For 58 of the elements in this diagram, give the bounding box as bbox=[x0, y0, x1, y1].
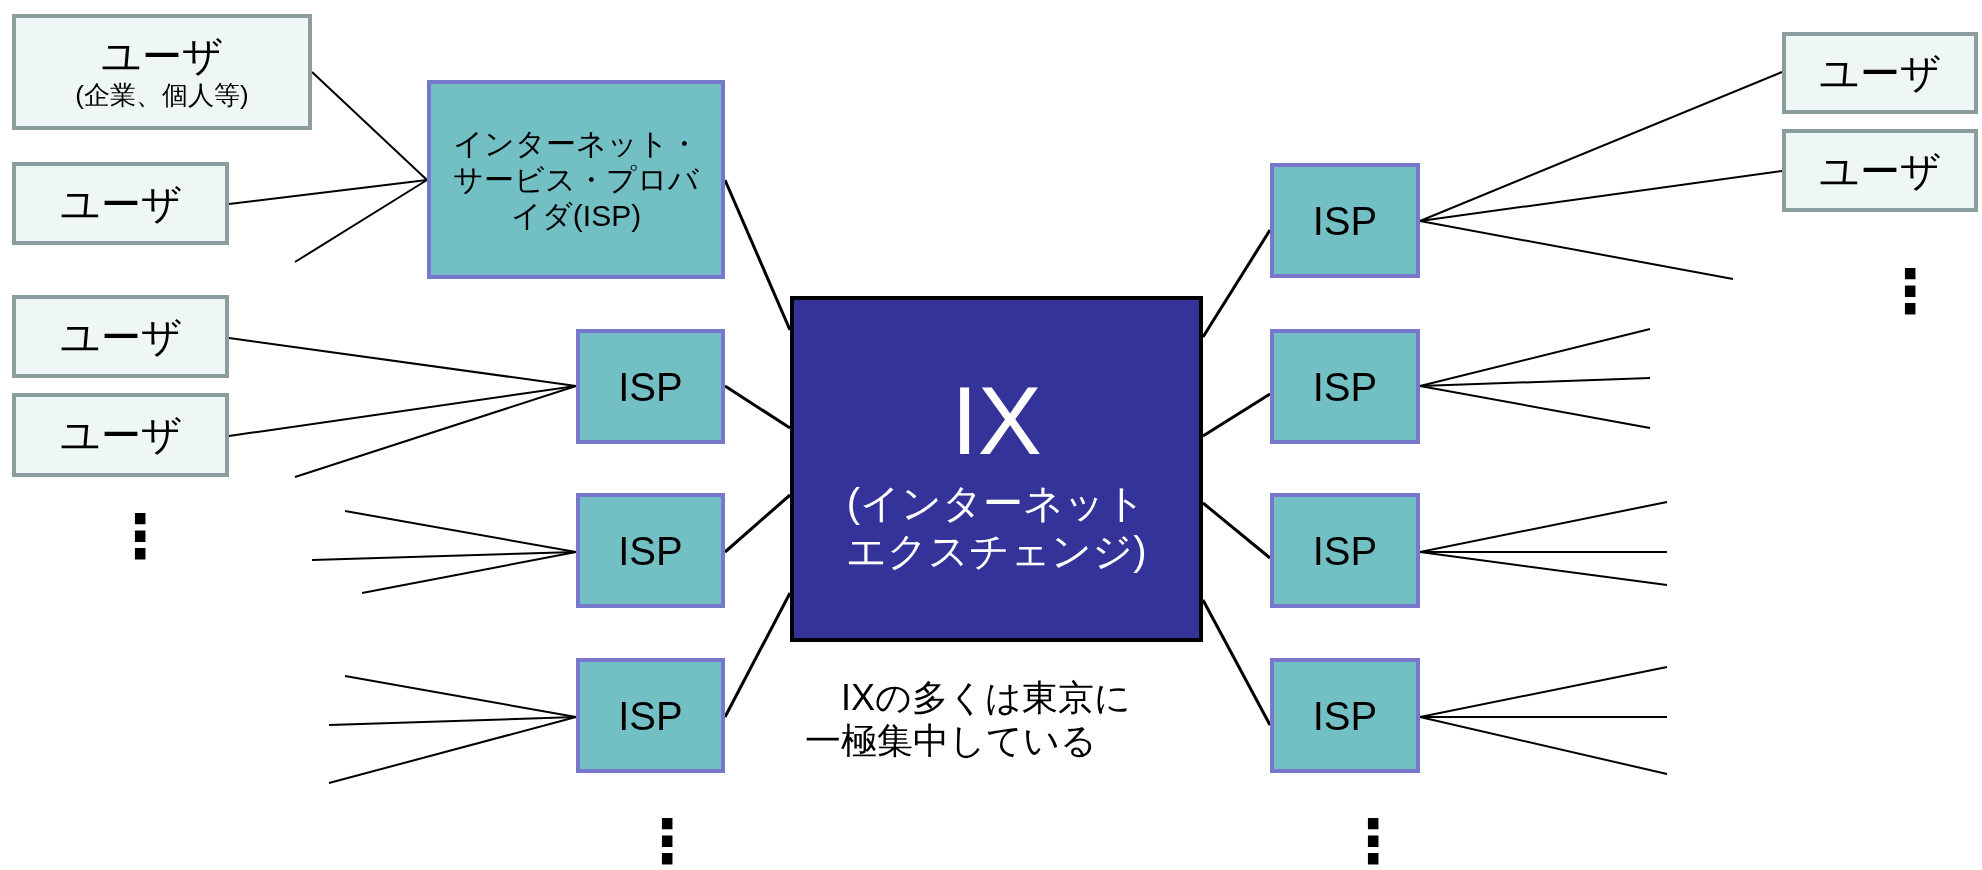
user-box bbox=[12, 393, 229, 477]
ellipsis-dots: ⋮ bbox=[1343, 805, 1383, 870]
connector-line bbox=[724, 384, 791, 430]
user-box bbox=[1782, 129, 1978, 212]
connector-line bbox=[328, 716, 577, 784]
isp-box bbox=[1270, 493, 1420, 608]
node-label: ISP bbox=[1312, 363, 1378, 411]
connector-line bbox=[294, 179, 428, 263]
connector-line bbox=[1202, 501, 1271, 560]
node-label: ユーザ bbox=[59, 412, 182, 459]
node-label: ISP bbox=[1312, 527, 1378, 575]
connector-line bbox=[1419, 220, 1734, 280]
isp-box bbox=[427, 80, 725, 279]
node-label: ユーザ bbox=[1819, 50, 1941, 97]
connector-line bbox=[228, 179, 428, 205]
user-box bbox=[1782, 32, 1978, 114]
user-box bbox=[12, 162, 229, 245]
isp-box bbox=[1270, 163, 1420, 278]
exchange-box bbox=[790, 296, 1203, 642]
connector-line bbox=[311, 71, 428, 181]
isp-box bbox=[1270, 658, 1420, 773]
user-box bbox=[12, 295, 229, 378]
node-label: インターネット・サービス・プロバイダ(ISP) bbox=[452, 125, 700, 234]
caption-text: IXの多くは東京に一極集中している bbox=[805, 676, 1132, 763]
connector-line bbox=[1419, 716, 1668, 718]
connector-line bbox=[228, 385, 577, 437]
connector-line bbox=[361, 551, 577, 594]
node-label: ISP bbox=[1312, 197, 1378, 245]
connector-line bbox=[1419, 551, 1668, 586]
connector-line bbox=[294, 385, 577, 478]
ellipsis-dots: ⋮ bbox=[110, 500, 150, 572]
connector-line bbox=[1202, 392, 1271, 438]
connector-line bbox=[1419, 328, 1651, 387]
ellipsis-dots: ⋮ bbox=[637, 805, 677, 870]
ellipsis-dots: ⋮ bbox=[1880, 255, 1920, 327]
connector-line bbox=[1419, 71, 1783, 222]
node-label: ISP bbox=[618, 363, 683, 411]
connector-line bbox=[1419, 385, 1651, 429]
isp-box bbox=[1270, 329, 1420, 444]
node-label: ISP bbox=[1312, 692, 1378, 740]
node-label: ユーザ bbox=[59, 313, 182, 361]
node-sublabel: (インターネットエクスチェンジ) bbox=[845, 479, 1148, 575]
connector-line bbox=[1419, 716, 1668, 775]
isp-box bbox=[576, 493, 725, 608]
node-label: ユーザ bbox=[59, 180, 182, 228]
node-label: ISP bbox=[618, 527, 683, 575]
node-sublabel: (企業、個人等) bbox=[75, 80, 249, 112]
connector-line bbox=[724, 493, 791, 554]
connector-line bbox=[328, 716, 577, 726]
node-label: ユーザ bbox=[101, 33, 223, 81]
user-box bbox=[12, 14, 312, 130]
isp-box bbox=[576, 329, 725, 444]
connector-line bbox=[1419, 666, 1668, 718]
isp-box bbox=[576, 658, 725, 773]
node-label: ISP bbox=[618, 692, 683, 740]
node-label: IX bbox=[951, 366, 1042, 477]
node-label: ユーザ bbox=[1819, 147, 1941, 195]
connector-line bbox=[1419, 501, 1668, 553]
